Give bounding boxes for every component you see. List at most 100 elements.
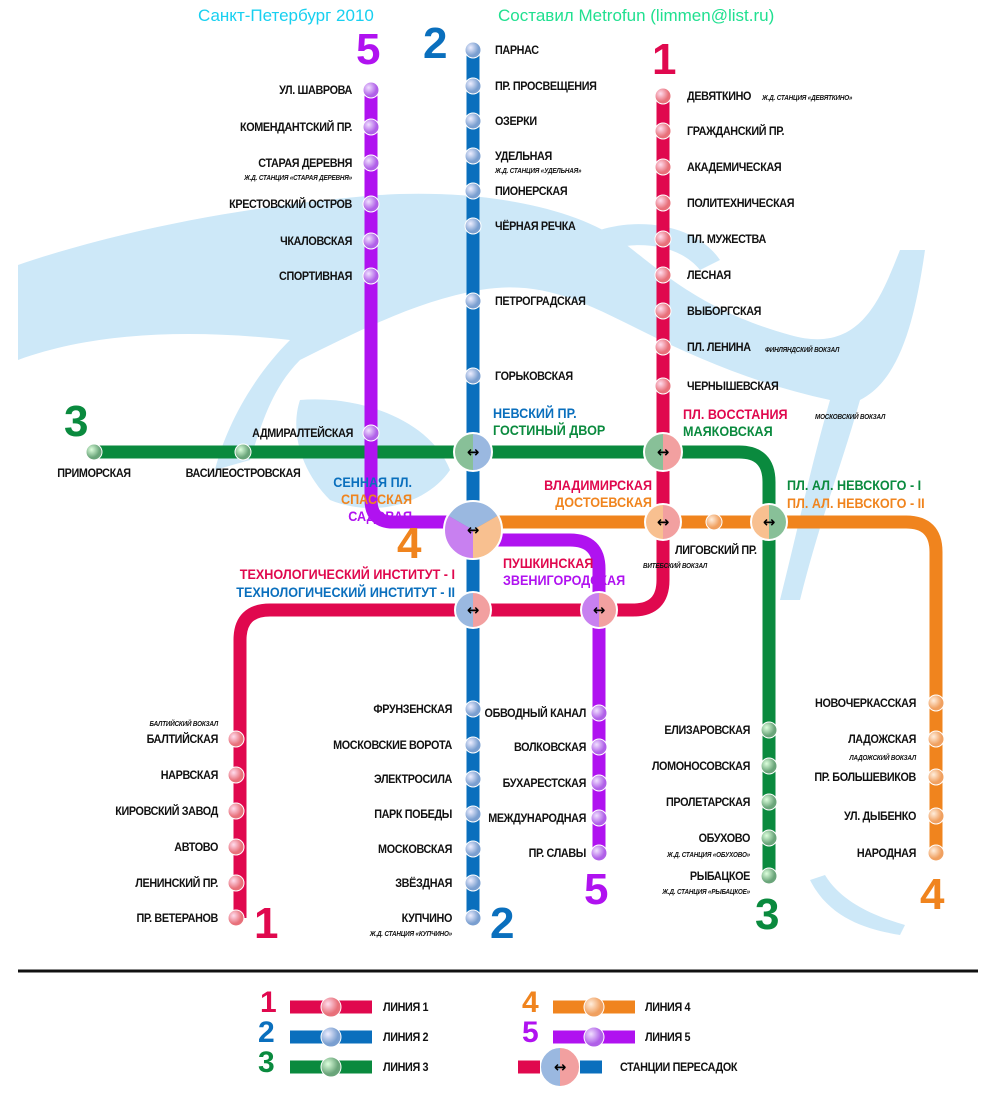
line-1-station-10[interactable] — [227, 766, 245, 784]
line-1-station-4[interactable] — [654, 230, 672, 248]
station-label-line5-1[interactable]: КОМЕНДАНТСКИЙ ПР. — [239, 120, 352, 134]
station-label-line2-1[interactable]: ПР. ПРОСВЕЩЕНИЯ — [495, 79, 597, 93]
line-5-station-1[interactable] — [362, 118, 380, 136]
transfer-label-hubs-pushkinskaya[interactable]: ПУШКИНСКАЯ — [503, 555, 594, 571]
line-2-station-11[interactable] — [464, 805, 482, 823]
station-label-line1-4[interactable]: ПЛ. МУЖЕСТВА — [687, 232, 766, 246]
line-2-station-4[interactable] — [464, 182, 482, 200]
station-label-line5-5[interactable]: СПОРТИВНАЯ — [279, 269, 352, 283]
line-5-station-5[interactable] — [362, 267, 380, 285]
station-label-line2-2[interactable]: ОЗЕРКИ — [495, 114, 537, 128]
station-label-line5-3[interactable]: КРЕСТОВСКИЙ ОСТРОВ — [229, 197, 352, 211]
transfer-label-hubs-nevskogo2[interactable]: ПЛ. АЛ. НЕВСКОГО - II — [787, 495, 925, 511]
line-1-station-12[interactable] — [227, 838, 245, 856]
station-label-line1-1[interactable]: ГРАЖДАНСКИЙ ПР. — [687, 124, 785, 138]
line-2-station-1[interactable] — [464, 77, 482, 95]
line-3-station-2[interactable] — [760, 721, 778, 739]
line-2-station-8[interactable] — [464, 700, 482, 718]
transfer-label-hubs-gostiny[interactable]: ГОСТИНЫЙ ДВОР — [493, 422, 606, 438]
line-5-station-10[interactable] — [590, 809, 608, 827]
line-5-station-7[interactable] — [590, 704, 608, 722]
line-1-station-8[interactable] — [654, 377, 672, 395]
line-1-station-11[interactable] — [227, 802, 245, 820]
line-2-station-6[interactable] — [464, 292, 482, 310]
station-label-line1-10[interactable]: НАРВСКАЯ — [160, 768, 219, 782]
transfer-label-hubs-dostoevskaya[interactable]: ДОСТОЕВСКАЯ — [555, 494, 652, 510]
station-label-line1-8[interactable]: ЧЕРНЫШЕВСКАЯ — [687, 379, 779, 393]
station-label-line2-12[interactable]: МОСКОВСКАЯ — [378, 842, 452, 856]
line-2-station-3[interactable] — [464, 147, 482, 165]
station-label-line3-2[interactable]: ЕЛИЗАРОВСКАЯ — [664, 723, 750, 737]
transfer-label-hubs-mayakovskaya[interactable]: МАЯКОВСКАЯ — [683, 423, 773, 439]
transfer-label-hubs-zvenigorodskaya[interactable]: ЗВЕНИГОРОДСКАЯ — [503, 572, 626, 588]
station-label-line1-3[interactable]: ПОЛИТЕХНИЧЕСКАЯ — [687, 196, 795, 210]
station-label-line4-3[interactable]: ПР. БОЛЬШЕВИКОВ — [814, 770, 916, 784]
station-label-line5-8[interactable]: ВОЛКОВСКАЯ — [514, 740, 586, 754]
line-2-station-10[interactable] — [464, 770, 482, 788]
transfer-label-hubs-nevskogo1[interactable]: ПЛ. АЛ. НЕВСКОГО - I — [787, 477, 922, 493]
line-2-station-9[interactable] — [464, 736, 482, 754]
station-label-line1-5[interactable]: ЛЕСНАЯ — [687, 268, 731, 282]
line-5-station-6[interactable] — [362, 424, 380, 442]
line-3-station-3[interactable] — [760, 757, 778, 775]
station-label-line1-14[interactable]: ПР. ВЕТЕРАНОВ — [136, 911, 218, 925]
line-1-station-14[interactable] — [227, 909, 245, 927]
station-label-line2-9[interactable]: МОСКОВСКИЕ ВОРОТА — [333, 738, 452, 752]
station-label-line1-7[interactable]: ПЛ. ЛЕНИНА — [687, 340, 751, 354]
line-3-station-6[interactable] — [760, 867, 778, 885]
transfer-label-hubs-vosstaniya[interactable]: ПЛ. ВОССТАНИЯ — [683, 406, 788, 422]
line-3-station-1[interactable] — [234, 443, 252, 461]
line-5-station-11[interactable] — [590, 844, 608, 862]
station-label-line2-6[interactable]: ПЕТРОГРАДСКАЯ — [495, 294, 586, 308]
station-label-line4-2[interactable]: ЛАДОЖСКАЯ — [848, 732, 916, 746]
hub-pushkinskaya-zvenigorodskaya[interactable]: ↔ — [580, 591, 618, 629]
station-label-line4-4[interactable]: УЛ. ДЫБЕНКО — [844, 809, 916, 823]
line-1-station-7[interactable] — [654, 338, 672, 356]
line-2-station-2[interactable] — [464, 112, 482, 130]
station-label-line2-4[interactable]: ПИОНЕРСКАЯ — [495, 184, 568, 198]
station-label-line3-0[interactable]: ПРИМОРСКАЯ — [57, 466, 131, 480]
line-5-station-8[interactable] — [590, 738, 608, 756]
transfer-label-hubs-tech2[interactable]: ТЕХНОЛОГИЧЕСКИЙ ИНСТИТУТ - II — [236, 584, 455, 600]
line-5-station-9[interactable] — [590, 774, 608, 792]
hub-vladimirskaya-dostoevskaya[interactable]: ↔ — [644, 503, 682, 541]
station-label-line5-11[interactable]: ПР. СЛАВЫ — [528, 846, 587, 860]
line-2-station-5[interactable] — [464, 217, 482, 235]
station-label-line2-3[interactable]: УДЕЛЬНАЯ — [495, 149, 552, 163]
line-5-station-4[interactable] — [362, 232, 380, 250]
station-label-line3-4[interactable]: ПРОЛЕТАРСКАЯ — [665, 795, 750, 809]
line-4-station-4[interactable] — [927, 807, 945, 825]
hub-nevsky-gostiny[interactable]: ↔ — [453, 432, 493, 472]
line-1-station-5[interactable] — [654, 266, 672, 284]
line-4-station-5[interactable] — [927, 844, 945, 862]
legend-transfer-icon[interactable]: ↔ — [539, 1046, 581, 1088]
station-label-line2-5[interactable]: ЧЁРНАЯ РЕЧКА — [495, 219, 576, 233]
hub-sennaya-spasskaya-sadovaya[interactable]: ↔ — [443, 500, 503, 560]
line-2-station-14[interactable] — [464, 909, 482, 927]
line-1-station-2[interactable] — [654, 158, 672, 176]
transfer-label-hubs-tech1[interactable]: ТЕХНОЛОГИЧЕСКИЙ ИНСТИТУТ - I — [239, 566, 455, 582]
line-1-station-6[interactable] — [654, 302, 672, 320]
line-2-station-0[interactable] — [464, 41, 482, 59]
transfer-label-hubs-spasskaya[interactable]: СПАССКАЯ — [341, 491, 412, 507]
station-label-line2-13[interactable]: ЗВЁЗДНАЯ — [395, 876, 452, 890]
station-label-line1-11[interactable]: КИРОВСКИЙ ЗАВОД — [115, 804, 218, 818]
hub-tech-institute[interactable]: ↔ — [454, 591, 492, 629]
hub-vosstaniya-mayakovskaya[interactable]: ↔ — [643, 432, 683, 472]
station-label-line1-6[interactable]: ВЫБОРГСКАЯ — [687, 304, 762, 318]
station-label-line2-0[interactable]: ПАРНАС — [495, 43, 539, 57]
line-3-station-4[interactable] — [760, 793, 778, 811]
station-label-line3-5[interactable]: ОБУХОВО — [698, 831, 751, 845]
station-label-line1-2[interactable]: АКАДЕМИЧЕСКАЯ — [687, 160, 782, 174]
station-label-line5-0[interactable]: УЛ. ШАВРОВА — [279, 83, 352, 97]
station-label-line1-12[interactable]: АВТОВО — [174, 840, 218, 854]
line-5-station-3[interactable] — [362, 195, 380, 213]
transfer-label-hubs-sadovaya[interactable]: САДОВАЯ — [348, 508, 412, 524]
station-label-line4-5[interactable]: НАРОДНАЯ — [856, 846, 916, 860]
line-1-station-3[interactable] — [654, 194, 672, 212]
line-5-station-0[interactable] — [362, 81, 380, 99]
line-4-station-0[interactable] — [705, 513, 723, 531]
transfer-label-hubs-vladimirskaya[interactable]: ВЛАДИМИРСКАЯ — [544, 477, 652, 493]
station-label-line2-8[interactable]: ФРУНЗЕНСКАЯ — [373, 702, 452, 716]
line-2-station-7[interactable] — [464, 367, 482, 385]
